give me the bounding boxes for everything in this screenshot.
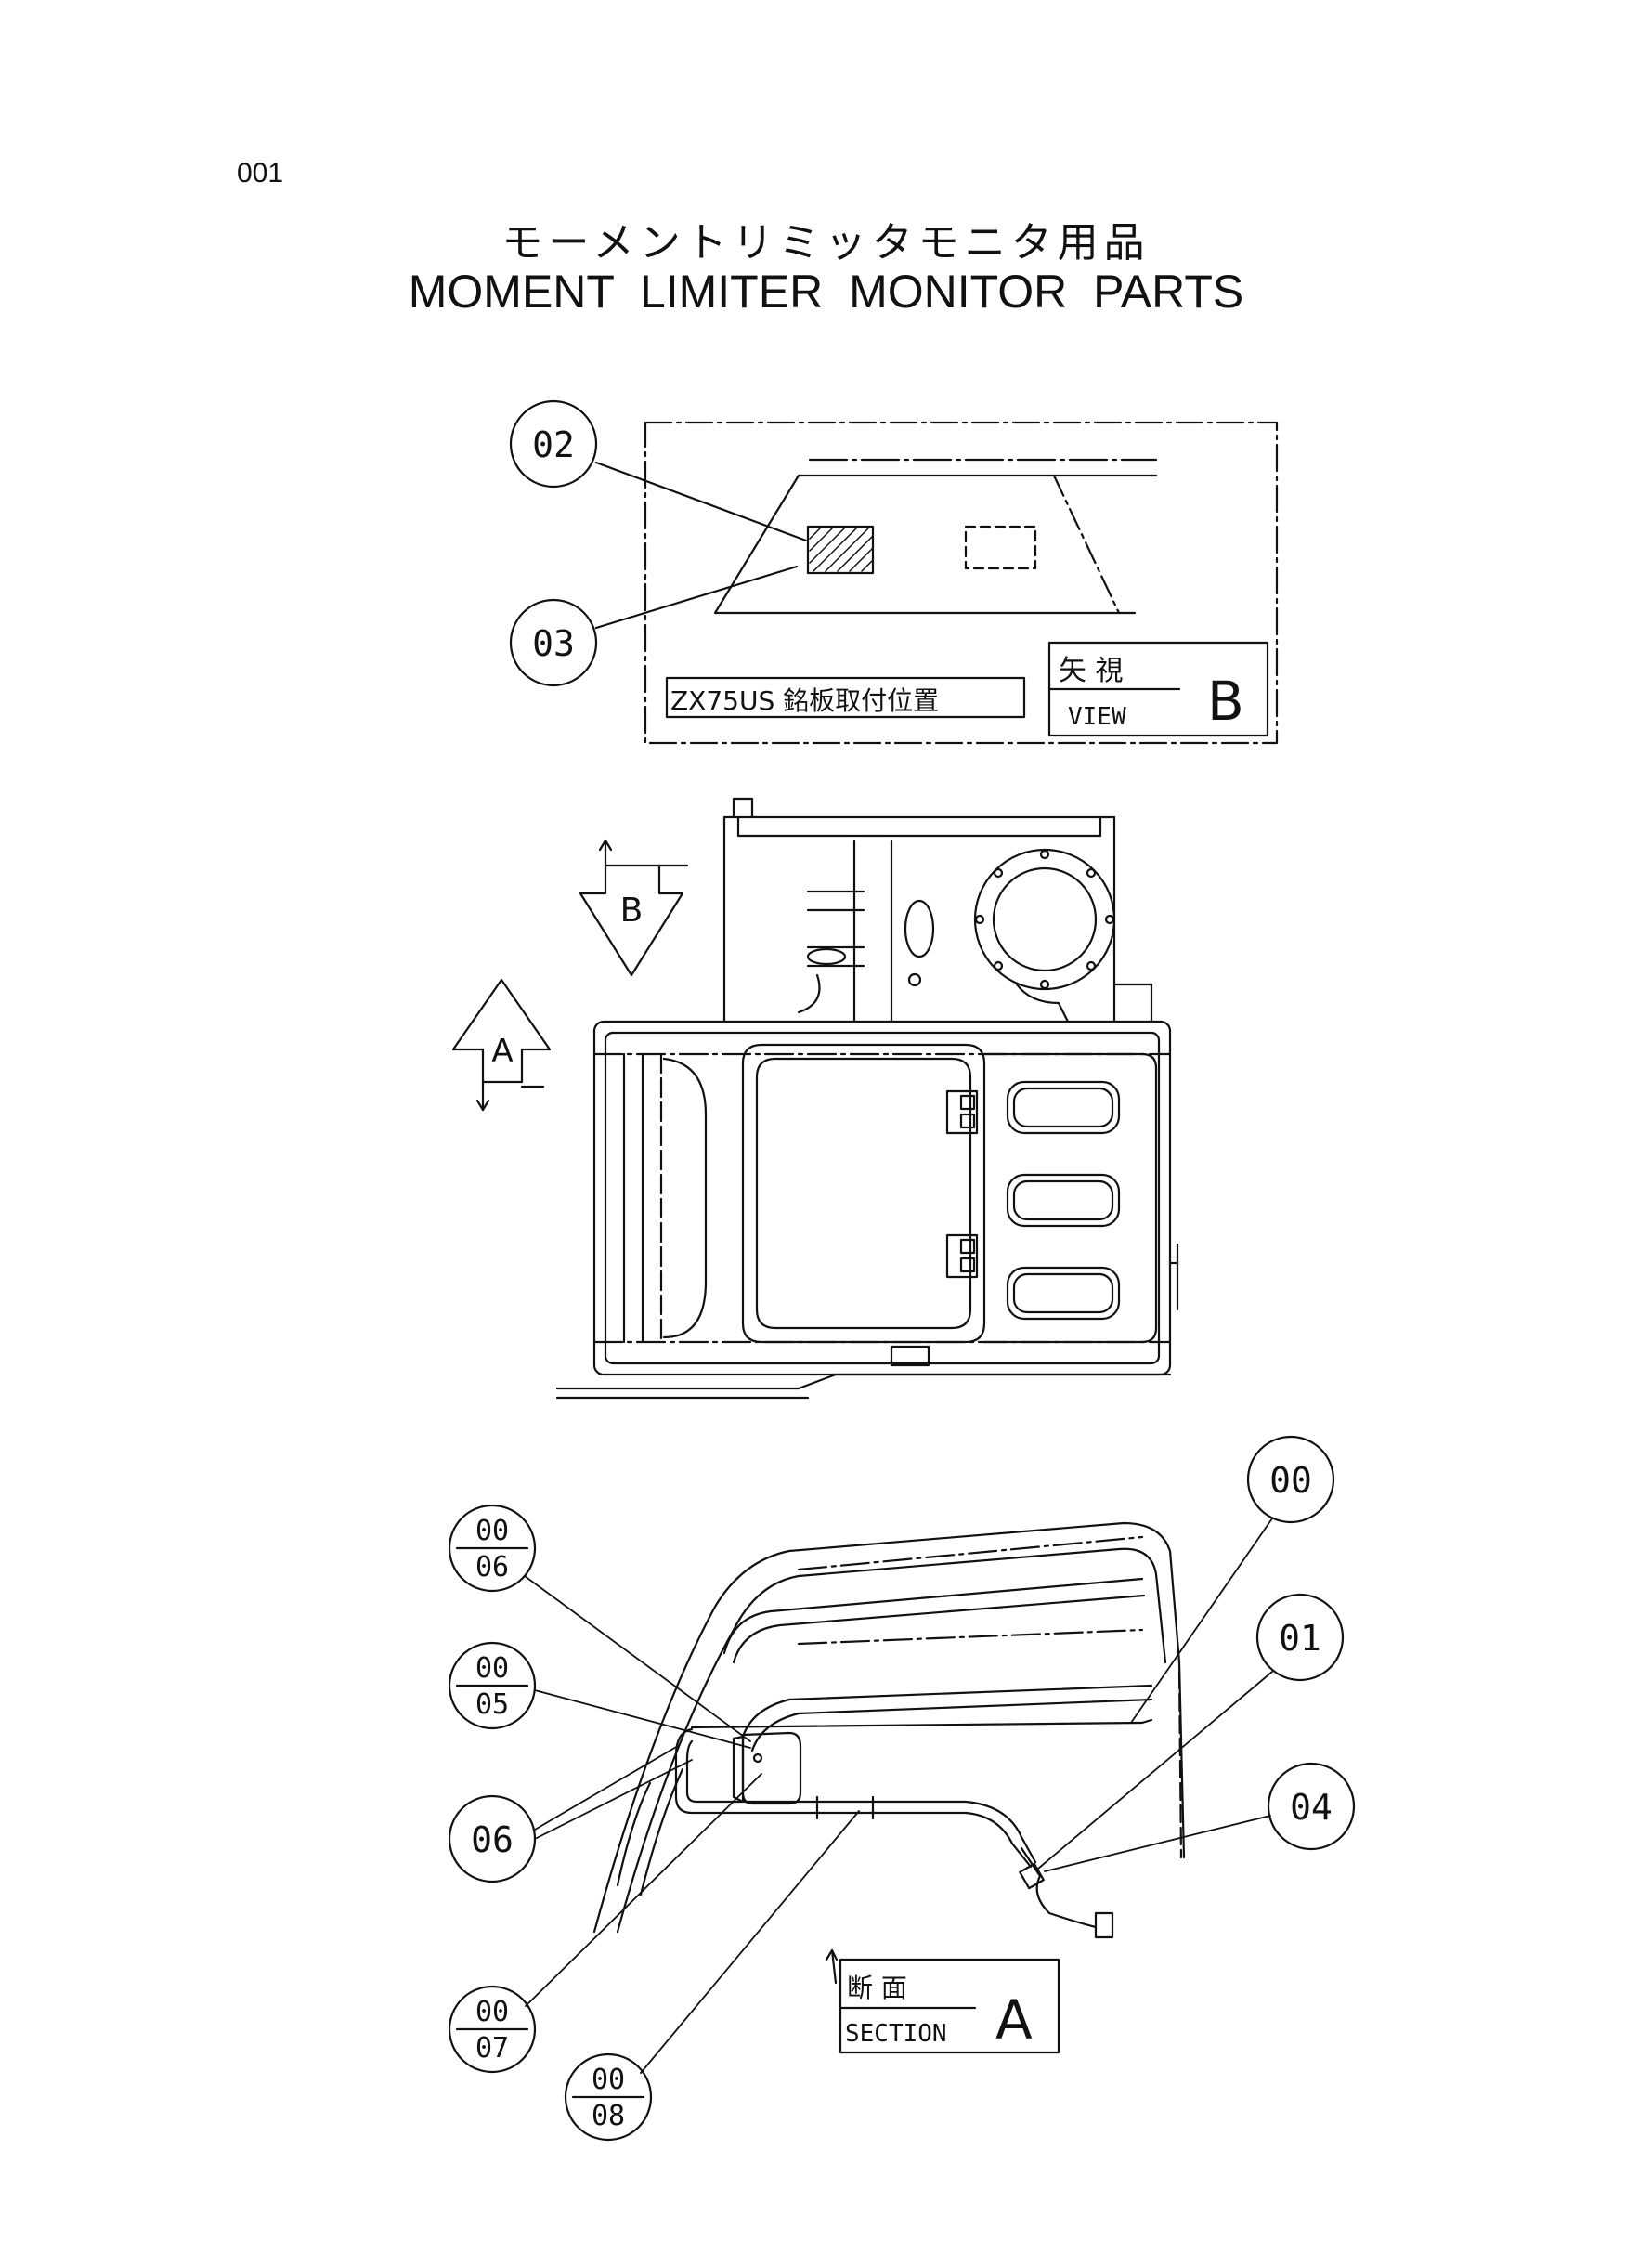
view-b-panel — [594, 421, 1279, 745]
callout-03-label: 03 — [532, 623, 575, 664]
callout-00-08-bottom: 08 — [592, 2100, 625, 2132]
callout-01-label: 01 — [1279, 1618, 1321, 1659]
view-b-label-en: VIEW — [1068, 703, 1126, 731]
callout-02 — [509, 399, 598, 489]
callout-00 — [1246, 1435, 1335, 1524]
nameplate-hatched — [806, 525, 875, 575]
machine-plan-view — [555, 797, 1179, 1400]
callout-02-label: 02 — [532, 424, 575, 465]
callout-00-06 — [448, 1504, 537, 1593]
view-b-caption: ZX75US 銘板取付位置 — [670, 685, 939, 716]
section-a-letter: A — [995, 1988, 1033, 2052]
callout-04 — [1267, 1762, 1356, 1851]
leader-lines — [524, 1518, 1273, 2074]
view-b-label-jp: 矢 視 — [1059, 655, 1124, 687]
callout-00-07 — [448, 1985, 537, 2074]
section-a-label-en: SECTION — [845, 2020, 947, 2048]
callout-00-05-top: 00 — [475, 1652, 509, 1685]
callout-00-06-top: 00 — [475, 1515, 509, 1547]
cab-section-view — [592, 1521, 1186, 2054]
view-b-letter: B — [1207, 670, 1244, 733]
callout-00-label: 00 — [1269, 1460, 1312, 1501]
callout-00-07-bottom: 07 — [475, 2032, 509, 2065]
callout-03 — [509, 598, 598, 687]
page-title-japanese: モーメントリミッタモニタ用品 — [501, 219, 1151, 267]
callout-00-05-bottom: 05 — [475, 1688, 509, 1721]
arrow-b-letter: B — [620, 892, 644, 930]
section-a-label-jp: 断 面 — [847, 1973, 907, 2003]
callout-00-08 — [564, 2052, 653, 2142]
arrow-a-letter: A — [491, 1033, 513, 1070]
callout-04-label: 04 — [1290, 1787, 1333, 1828]
arrow-b — [579, 839, 689, 977]
callout-06-label: 06 — [471, 1819, 514, 1860]
arrow-a — [451, 978, 552, 1112]
callout-00-05 — [448, 1641, 537, 1730]
callout-00-07-top: 00 — [475, 1996, 509, 2028]
callout-00-08-top: 00 — [592, 2064, 625, 2096]
callout-01 — [1255, 1593, 1345, 1682]
page-title-english: MOMENT LIMITER MONITOR PARTS — [408, 266, 1244, 318]
callout-00-06-bottom: 06 — [475, 1551, 509, 1583]
page-number: 001 — [237, 158, 284, 189]
